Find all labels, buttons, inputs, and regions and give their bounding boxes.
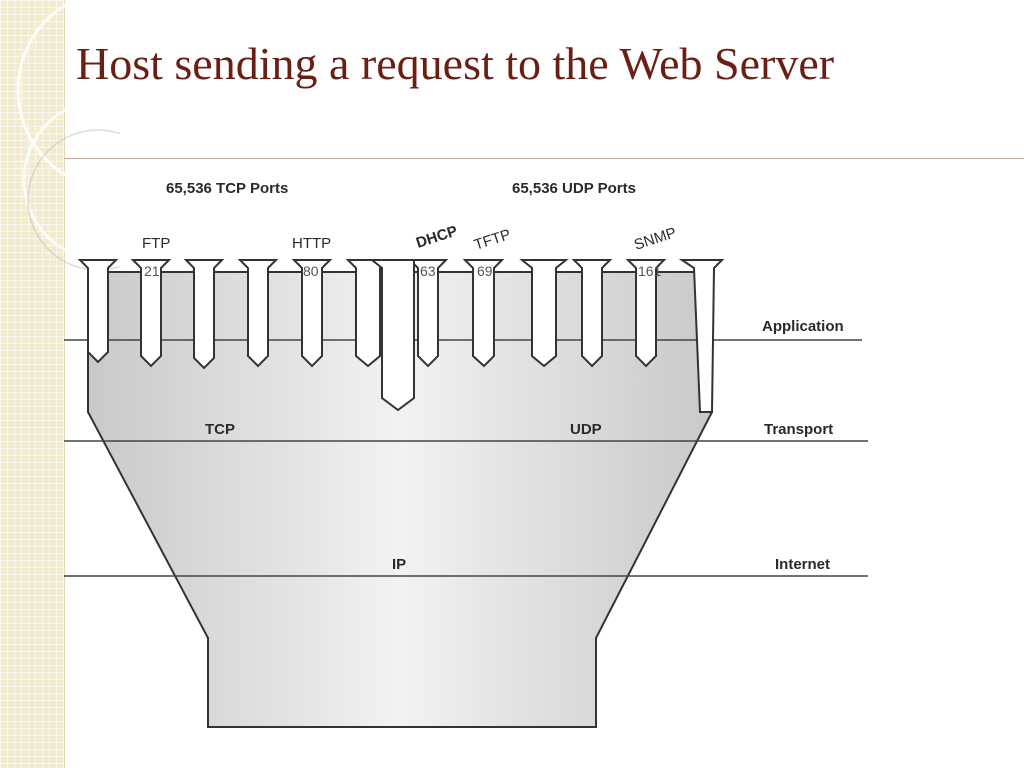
port-number-21: 21 [144,263,160,279]
port-tube [130,259,172,368]
port-tube [678,259,725,413]
protocol-label-ip: IP [392,556,406,573]
layer-label-internet: Internet [775,556,830,573]
port-number-69: 69 [477,263,493,279]
port-tube [625,259,667,368]
protocol-label-udp: UDP [570,421,602,438]
port-number-161: 161 [638,263,662,279]
port-tube [237,259,279,368]
service-label-snmp: SNMP [632,224,678,254]
service-label-tftp: TFTP [472,226,513,254]
service-label-http: HTTP [292,235,331,252]
port-tube [519,259,569,368]
tcp-ports-label: 65,536 TCP Ports [166,180,288,197]
service-label-dhcp: DHCP [414,222,460,251]
port-tube [407,259,449,368]
port-tube-long [369,259,415,412]
port-tubes [77,259,725,413]
port-tube [183,259,225,370]
layer-label-application: Application [762,318,844,335]
port-tube [291,259,333,368]
port-tube [571,259,613,368]
port-number-80: 80 [303,263,319,279]
slide-title: Host sending a request to the Web Server [76,38,835,89]
protocol-label-tcp: TCP [205,421,235,438]
service-label-ftp: FTP [142,235,170,252]
port-tube [77,259,119,364]
port-number-63: 63 [420,263,436,279]
sidebar-pattern [0,0,65,768]
port-tube [462,259,505,368]
udp-ports-label: 65,536 UDP Ports [512,180,636,197]
layer-label-transport: Transport [764,421,833,438]
title-divider [64,158,1024,159]
